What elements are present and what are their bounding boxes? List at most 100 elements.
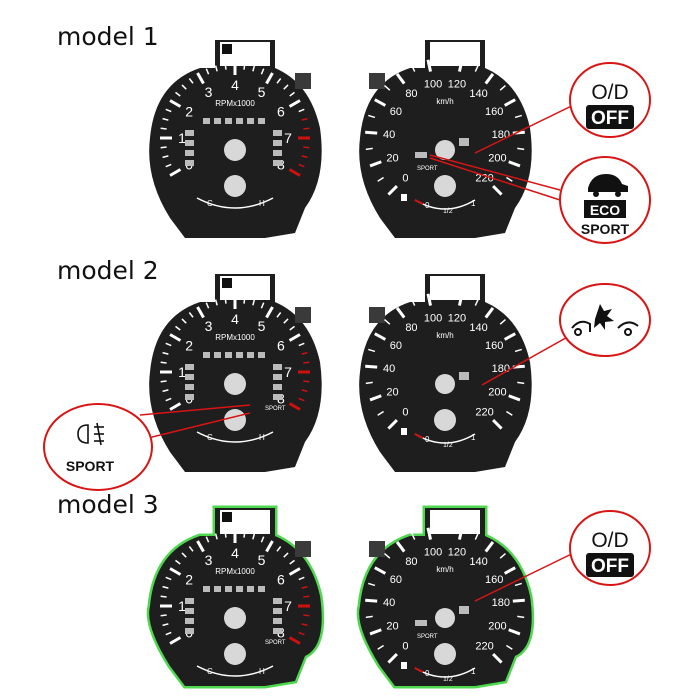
- tick-mark: [369, 160, 382, 168]
- tick-mark: [365, 147, 373, 151]
- model-1-tachometer: 012345678RPMx1000CH: [149, 40, 322, 238]
- warning-icon: [236, 118, 243, 124]
- indicator-icon: [185, 384, 194, 390]
- tick-mark: [252, 65, 256, 72]
- tick-mark: [162, 351, 169, 355]
- tick-mark: [298, 163, 305, 168]
- fuel-gauge-hub: [434, 643, 456, 665]
- tick-mark: [303, 127, 310, 130]
- temp-cold-label: C: [207, 667, 213, 676]
- qr-code-icon: [222, 512, 232, 522]
- off-label: OFF: [591, 556, 629, 577]
- temp-gauge-hub: [224, 643, 246, 665]
- od-off-callout-model3: O/D OFF: [474, 510, 651, 602]
- rpm-number: 1: [178, 130, 186, 146]
- fog-sport-callout-model2: SPORT: [43, 403, 251, 491]
- indicator-icon: [273, 160, 282, 166]
- tick-mark: [411, 298, 416, 306]
- speed-number: 180: [492, 597, 510, 609]
- od-label: O/D: [591, 529, 628, 552]
- needle-hub: [224, 139, 246, 161]
- indicator-icon: [185, 598, 194, 604]
- tick-mark: [162, 585, 169, 589]
- tick-mark: [387, 419, 398, 430]
- needle-hub: [224, 607, 246, 629]
- speed-number: 40: [383, 363, 395, 375]
- needle-hub: [435, 374, 455, 394]
- indicator-icon: [273, 618, 282, 624]
- tick-mark: [426, 527, 433, 540]
- indicator-icon: [185, 394, 194, 400]
- tick-mark: [205, 302, 210, 309]
- tick-mark: [205, 68, 210, 75]
- tick-mark: [289, 325, 295, 331]
- tick-mark: [283, 84, 289, 90]
- temp-gauge-arc: [196, 665, 274, 677]
- tick-mark: [303, 595, 310, 598]
- temp-cold-label: C: [207, 199, 213, 208]
- sport-indicator: SPORT: [265, 406, 286, 412]
- indicator-icon: [185, 160, 194, 166]
- tick-mark: [162, 389, 169, 393]
- tick-mark: [288, 636, 301, 645]
- tick-mark: [387, 185, 398, 196]
- tick-mark: [484, 73, 495, 85]
- tick-mark: [214, 299, 218, 306]
- tick-mark: [506, 176, 513, 182]
- rpm-number: 1: [178, 364, 186, 380]
- indicator-icon: [185, 608, 194, 614]
- tick-mark: [303, 146, 310, 149]
- tick-mark: [514, 348, 522, 353]
- tick-mark: [205, 536, 210, 543]
- tick-mark: [289, 559, 295, 565]
- tick-mark: [411, 64, 416, 72]
- rpm-unit-label: RPMx1000: [215, 99, 255, 108]
- temp-gauge-arc: [196, 431, 274, 443]
- tick-mark: [165, 397, 172, 402]
- tachometer-panel: 012345678RPMx1000SPORTCH: [146, 505, 325, 689]
- reference-square: [369, 541, 385, 557]
- tick-mark: [298, 576, 305, 581]
- tick-mark: [298, 342, 305, 347]
- speed-number: 120: [448, 546, 466, 558]
- rpm-number: 3: [205, 318, 213, 334]
- rpm-number: 3: [205, 84, 213, 100]
- tick-mark: [260, 302, 265, 309]
- speed-number: 80: [405, 556, 417, 568]
- tick-mark: [160, 127, 167, 130]
- off-label: OFF: [591, 108, 629, 129]
- fuel-half-label: 1/2: [443, 676, 453, 683]
- speed-number: 220: [475, 641, 493, 653]
- fuel-full-label: 1: [471, 667, 476, 676]
- reference-square: [295, 541, 311, 557]
- fuel-gauge-hub: [434, 409, 456, 431]
- tick-mark: [499, 553, 506, 559]
- tick-mark: [387, 653, 398, 664]
- warning-icon: [225, 586, 232, 592]
- model-1-label: model 1: [57, 22, 159, 51]
- tick-mark: [384, 85, 391, 91]
- speed-number: 80: [405, 88, 417, 100]
- tick-mark: [303, 614, 310, 617]
- tick-mark: [517, 615, 525, 619]
- indicator-icon: [273, 384, 282, 390]
- fuel-reserve-mark: [414, 667, 424, 673]
- tick-mark: [288, 168, 301, 177]
- tick-mark: [395, 307, 406, 319]
- speed-number: 40: [383, 129, 395, 141]
- rpm-number: 3: [205, 552, 213, 568]
- sport-label: SPORT: [581, 221, 630, 237]
- panel-face: [359, 274, 532, 472]
- tick-mark: [169, 99, 182, 108]
- indicator-icon: [185, 618, 194, 624]
- tick-mark: [503, 566, 516, 575]
- fuel-pump-icon: [401, 428, 407, 435]
- od-label: O/D: [591, 81, 628, 104]
- tick-mark: [165, 342, 172, 347]
- rpm-unit-label: RPMx1000: [215, 567, 255, 576]
- reference-square: [295, 307, 311, 323]
- tick-mark: [384, 319, 391, 325]
- tick-mark: [395, 73, 406, 85]
